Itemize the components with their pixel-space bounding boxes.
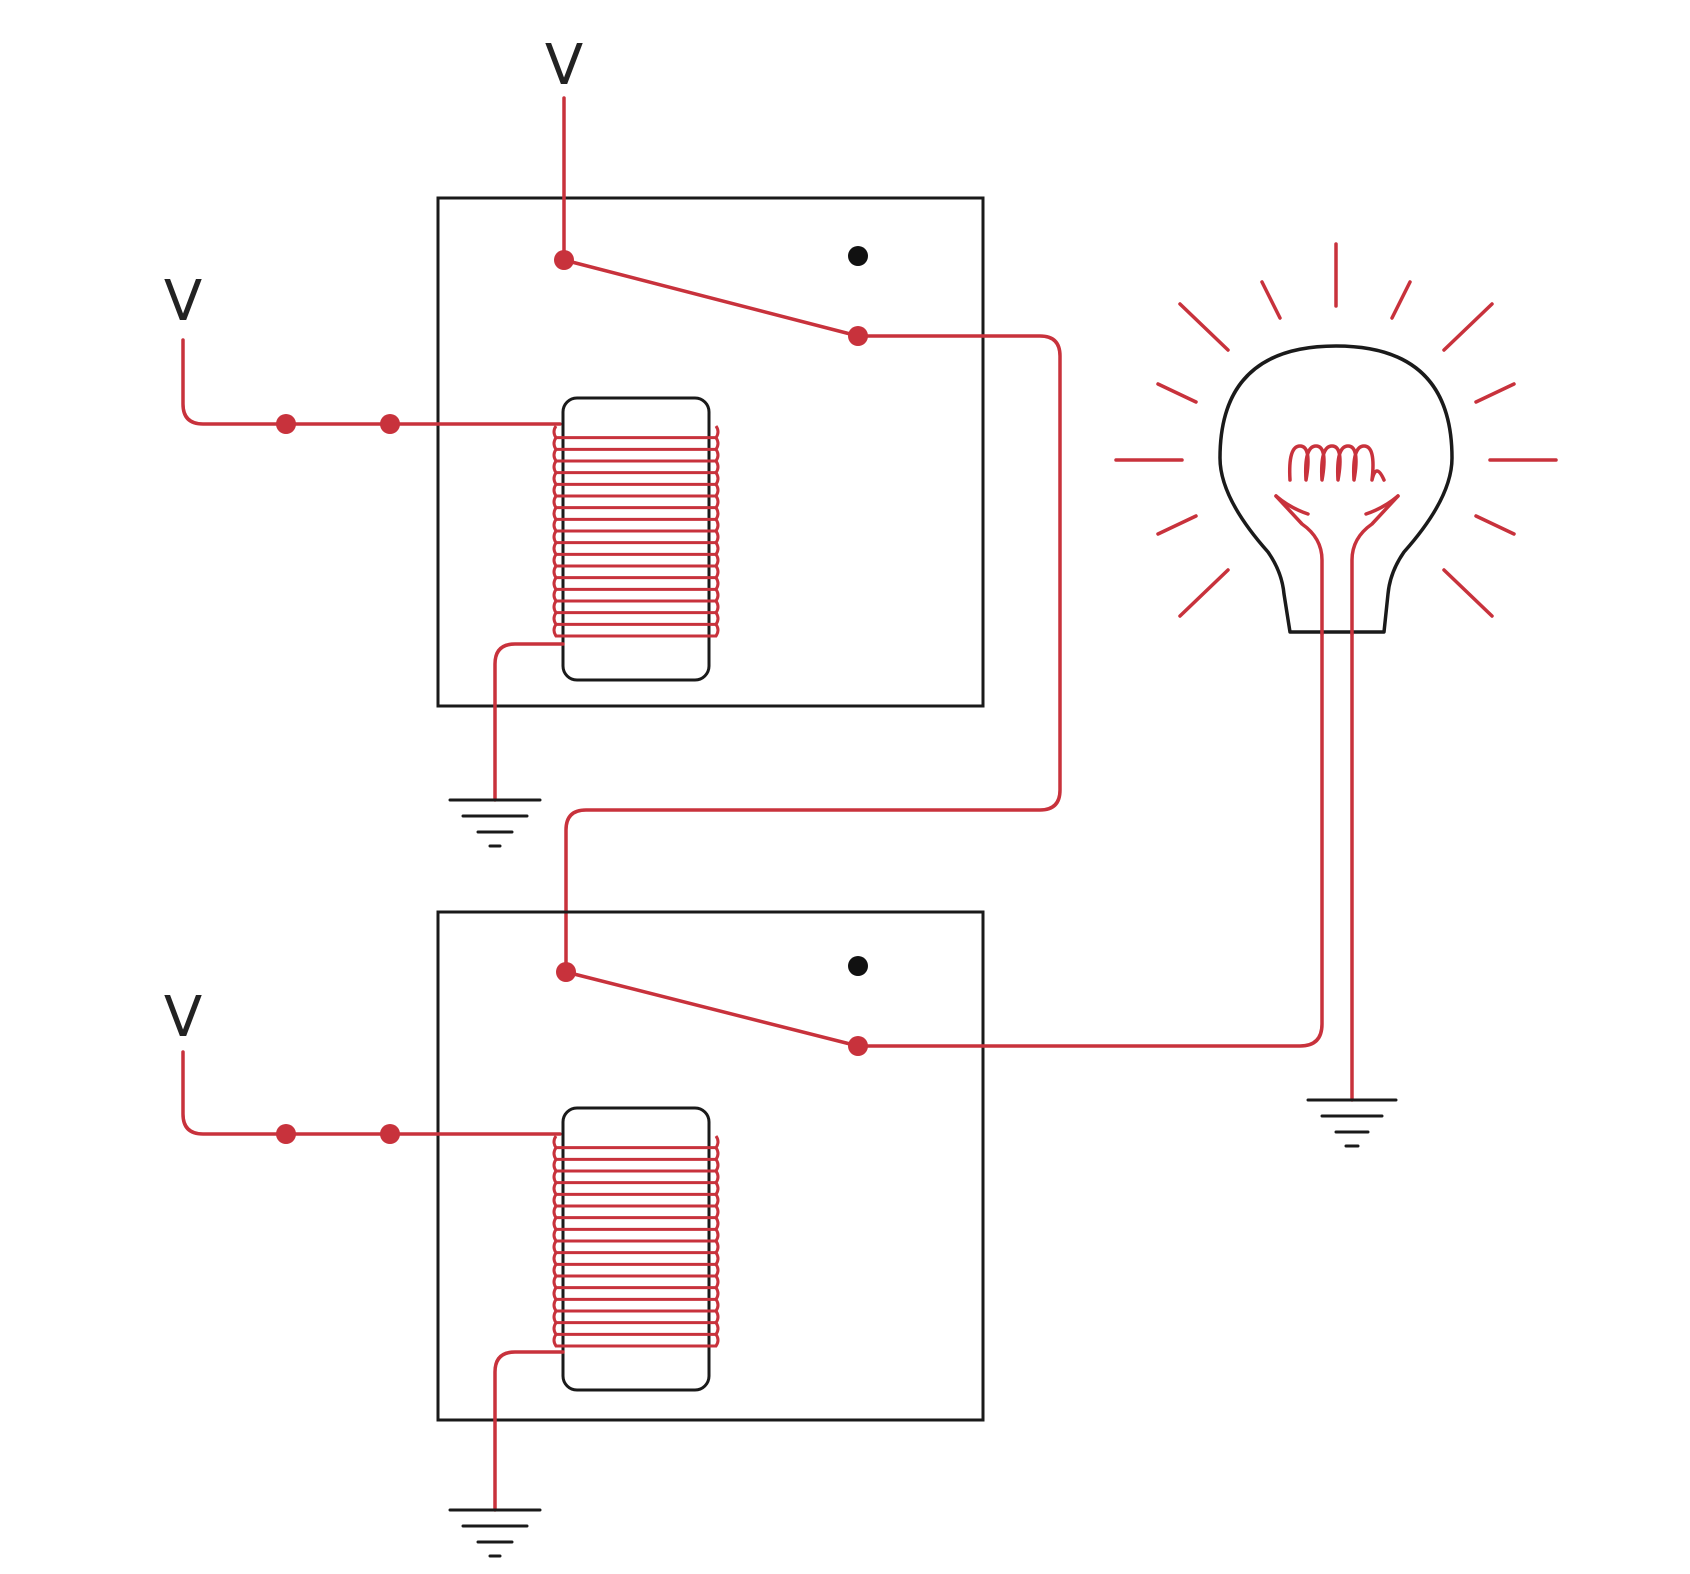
relay-a-input-wire: [181, 338, 562, 426]
relay-a: V V: [164, 33, 985, 848]
relay-b-input-switch-contact-right: [380, 1124, 400, 1144]
relay-a-coil-winding: [552, 553, 720, 568]
relay-a-armature: [562, 258, 860, 338]
voltage-relay-a-label: V: [164, 269, 202, 334]
relay-a-housing: [436, 196, 985, 708]
relay-b-coil-winding: [552, 1193, 720, 1208]
relay-a-coil-winding: [552, 460, 720, 475]
relay-a-input-switch-contact-left: [276, 414, 296, 434]
voltage-top-label: V: [545, 33, 583, 98]
relay-b-housing: [436, 910, 985, 1422]
relay-a-coil-winding: [552, 576, 720, 591]
relay-a-input-switch-contact-right: [380, 414, 400, 434]
relay-a-ground-icon: [448, 798, 542, 848]
relay-a-coil-winding: [552, 600, 720, 615]
relay-a-coil-winding: [552, 623, 720, 638]
bulb-filament: [1287, 444, 1386, 482]
relay-b-coil-winding: [552, 1321, 720, 1336]
relay-b-coil-winding: [552, 1275, 720, 1290]
relay-b-to-lamp-wire: [856, 632, 1324, 1048]
lamp-ground-icon: [1306, 1098, 1398, 1148]
bulb-filament-base: [1274, 494, 1400, 516]
relay-a-coil-winding: [552, 425, 720, 440]
relay-a-coil-winding: [552, 495, 720, 510]
relay-a-coil-icon: [552, 396, 720, 682]
relay-b-input-wire: [181, 1050, 562, 1136]
relay-a-coil-winding: [552, 565, 720, 580]
relay-b-coil-winding: [552, 1240, 720, 1255]
light-bulb-icon: [1114, 242, 1558, 636]
relay-a-coil-winding: [552, 530, 720, 545]
voltage-relay-b-label: V: [164, 985, 202, 1050]
relay-a-coil-winding: [552, 483, 720, 498]
relay-b-coil-winding: [552, 1216, 720, 1231]
relay-b-coil-winding: [552, 1181, 720, 1196]
relay-a-coil-winding: [552, 506, 720, 521]
relay-a-to-relay-b-wire: [564, 334, 1062, 974]
relay-b-coil-winding: [552, 1298, 720, 1313]
relay-b-coil-winding: [552, 1135, 720, 1150]
relay-a-coil-winding: [552, 436, 720, 451]
relay-a-coil-winding: [552, 448, 720, 463]
relay-b-armature: [564, 970, 860, 1048]
light-rays: [1114, 242, 1558, 618]
relay-b-coil-winding: [552, 1228, 720, 1243]
relay-b-coil-icon: [552, 1106, 720, 1392]
relay-b-open-contact: [848, 956, 868, 976]
relay-a-coil-winding: [552, 518, 720, 533]
relay-a-coil-winding: [552, 471, 720, 486]
relay-b-coil-winding: [552, 1310, 720, 1325]
relay-b: V: [164, 910, 985, 1558]
relay-a-coil-winding: [552, 541, 720, 556]
relay-b-coil-winding: [552, 1251, 720, 1266]
relay-b-ground-wire: [493, 1350, 565, 1512]
relay-a-coil-winding: [552, 611, 720, 626]
relay-b-coil-winding: [552, 1158, 720, 1173]
bulb-glass: [1218, 344, 1454, 634]
relay-a-ground-wire: [493, 642, 565, 802]
relay-a-coil-winding: [552, 588, 720, 603]
relay-a-open-contact: [848, 246, 868, 266]
relay-b-coil-winding: [552, 1146, 720, 1161]
relay-b-ground-icon: [448, 1508, 542, 1558]
relay-b-coil-winding: [552, 1205, 720, 1220]
relay-b-coil-winding: [552, 1263, 720, 1278]
bulb-filament-support: [1274, 494, 1400, 636]
relay-b-coil-winding: [552, 1286, 720, 1301]
relay-b-input-switch-contact-left: [276, 1124, 296, 1144]
relay-b-coil-winding: [552, 1333, 720, 1348]
relay-b-coil-winding: [552, 1170, 720, 1185]
